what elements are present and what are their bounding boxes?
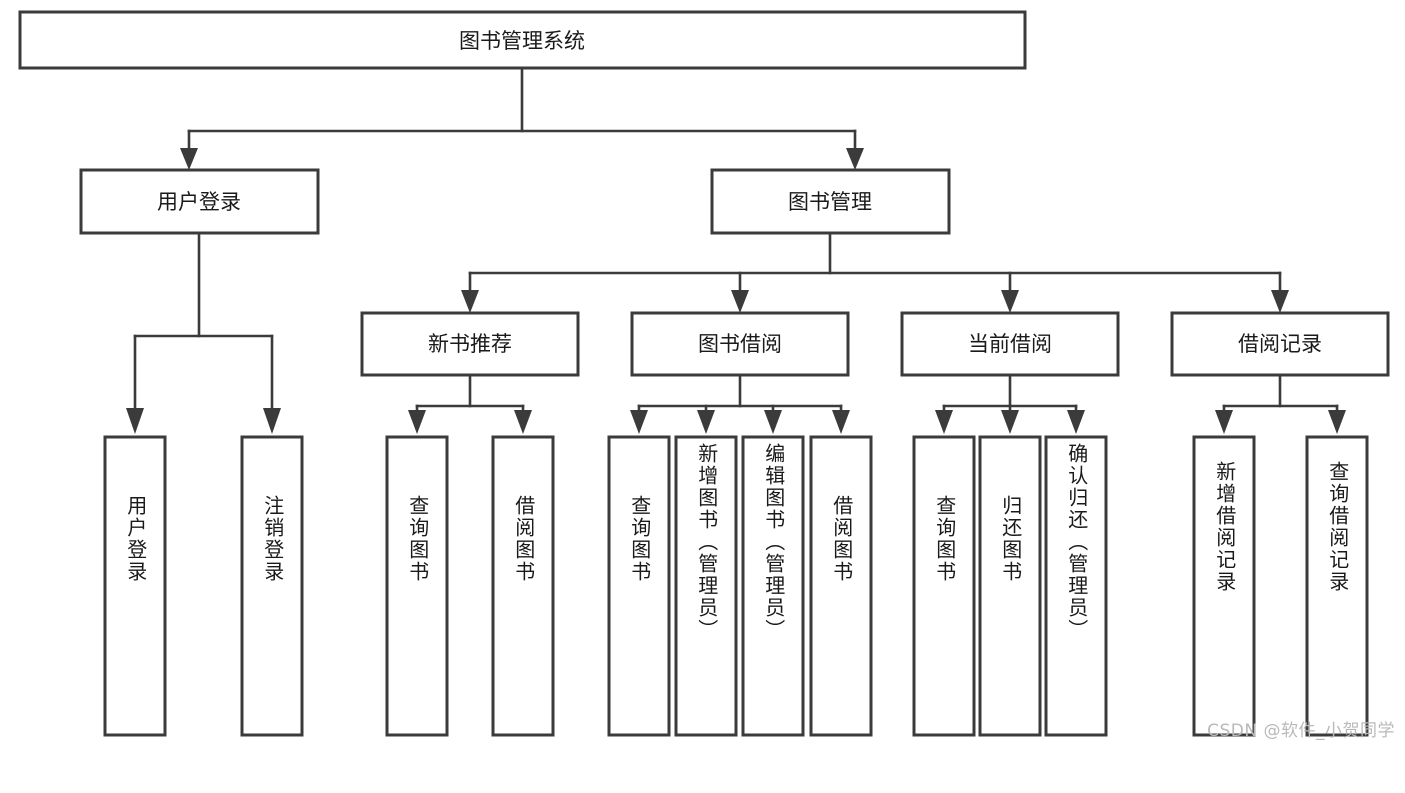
node-root-label: 图书管理系统 <box>459 29 585 53</box>
connector-root-to-level2 <box>180 66 864 170</box>
leaf-box[interactable] <box>607 435 671 737</box>
node-new-book-recommend[interactable]: 新书推荐 <box>360 311 580 377</box>
leaf-boxes-book-borrow <box>607 435 873 737</box>
leaf-box[interactable] <box>103 435 167 737</box>
node-book-management[interactable]: 图书管理 <box>710 168 951 235</box>
leaf-boxes-borrow-record <box>1192 435 1369 737</box>
connector-bookmgmt-to-level3 <box>461 231 1289 313</box>
leaf-box[interactable] <box>1305 435 1369 737</box>
node-current-borrow-label: 当前借阅 <box>968 332 1052 356</box>
node-book-management-label: 图书管理 <box>788 190 872 214</box>
node-new-book-recommend-label: 新书推荐 <box>428 332 512 356</box>
leaf-boxes-new-book-recommend <box>385 435 555 737</box>
leaf-box[interactable] <box>240 435 304 737</box>
watermark-text: CSDN @软件_小贺同学 <box>1207 721 1395 741</box>
node-root[interactable]: 图书管理系统 <box>18 10 1027 70</box>
leaf-box[interactable] <box>385 435 449 737</box>
leaf-box[interactable] <box>809 435 873 737</box>
connector-borrowrecord-to-leaves <box>1215 373 1346 434</box>
leaf-box[interactable] <box>674 435 738 737</box>
node-borrow-record[interactable]: 借阅记录 <box>1170 311 1390 377</box>
leaf-box[interactable] <box>1192 435 1256 737</box>
node-user-login-label: 用户登录 <box>157 190 241 214</box>
leaf-box[interactable] <box>491 435 555 737</box>
connector-currentborrow-to-leaves <box>935 373 1085 434</box>
leaf-box[interactable] <box>912 435 976 737</box>
diagram-svg: 图书管理系统 用户登录 图书管理 新书推荐 图书借阅 当前借阅 借阅记录 <box>18 10 1390 737</box>
leaf-boxes-current-borrow <box>912 435 1108 737</box>
diagram-canvas: 图书管理系统 用户登录 图书管理 新书推荐 图书借阅 当前借阅 借阅记录 <box>18 10 1395 741</box>
node-user-login[interactable]: 用户登录 <box>79 168 320 235</box>
node-book-borrow-label: 图书借阅 <box>698 332 782 356</box>
connector-userlogin-to-leaves <box>126 231 281 434</box>
leaf-boxes-user-login <box>103 435 304 737</box>
node-book-borrow[interactable]: 图书借阅 <box>630 311 850 377</box>
node-borrow-record-label: 借阅记录 <box>1238 332 1322 356</box>
leaf-box[interactable] <box>978 435 1042 737</box>
connector-newbook-to-leaves <box>408 373 532 434</box>
leaf-box[interactable] <box>741 435 805 737</box>
node-current-borrow[interactable]: 当前借阅 <box>900 311 1120 377</box>
leaf-box[interactable] <box>1044 435 1108 737</box>
connector-bookborrow-to-leaves <box>630 373 850 434</box>
